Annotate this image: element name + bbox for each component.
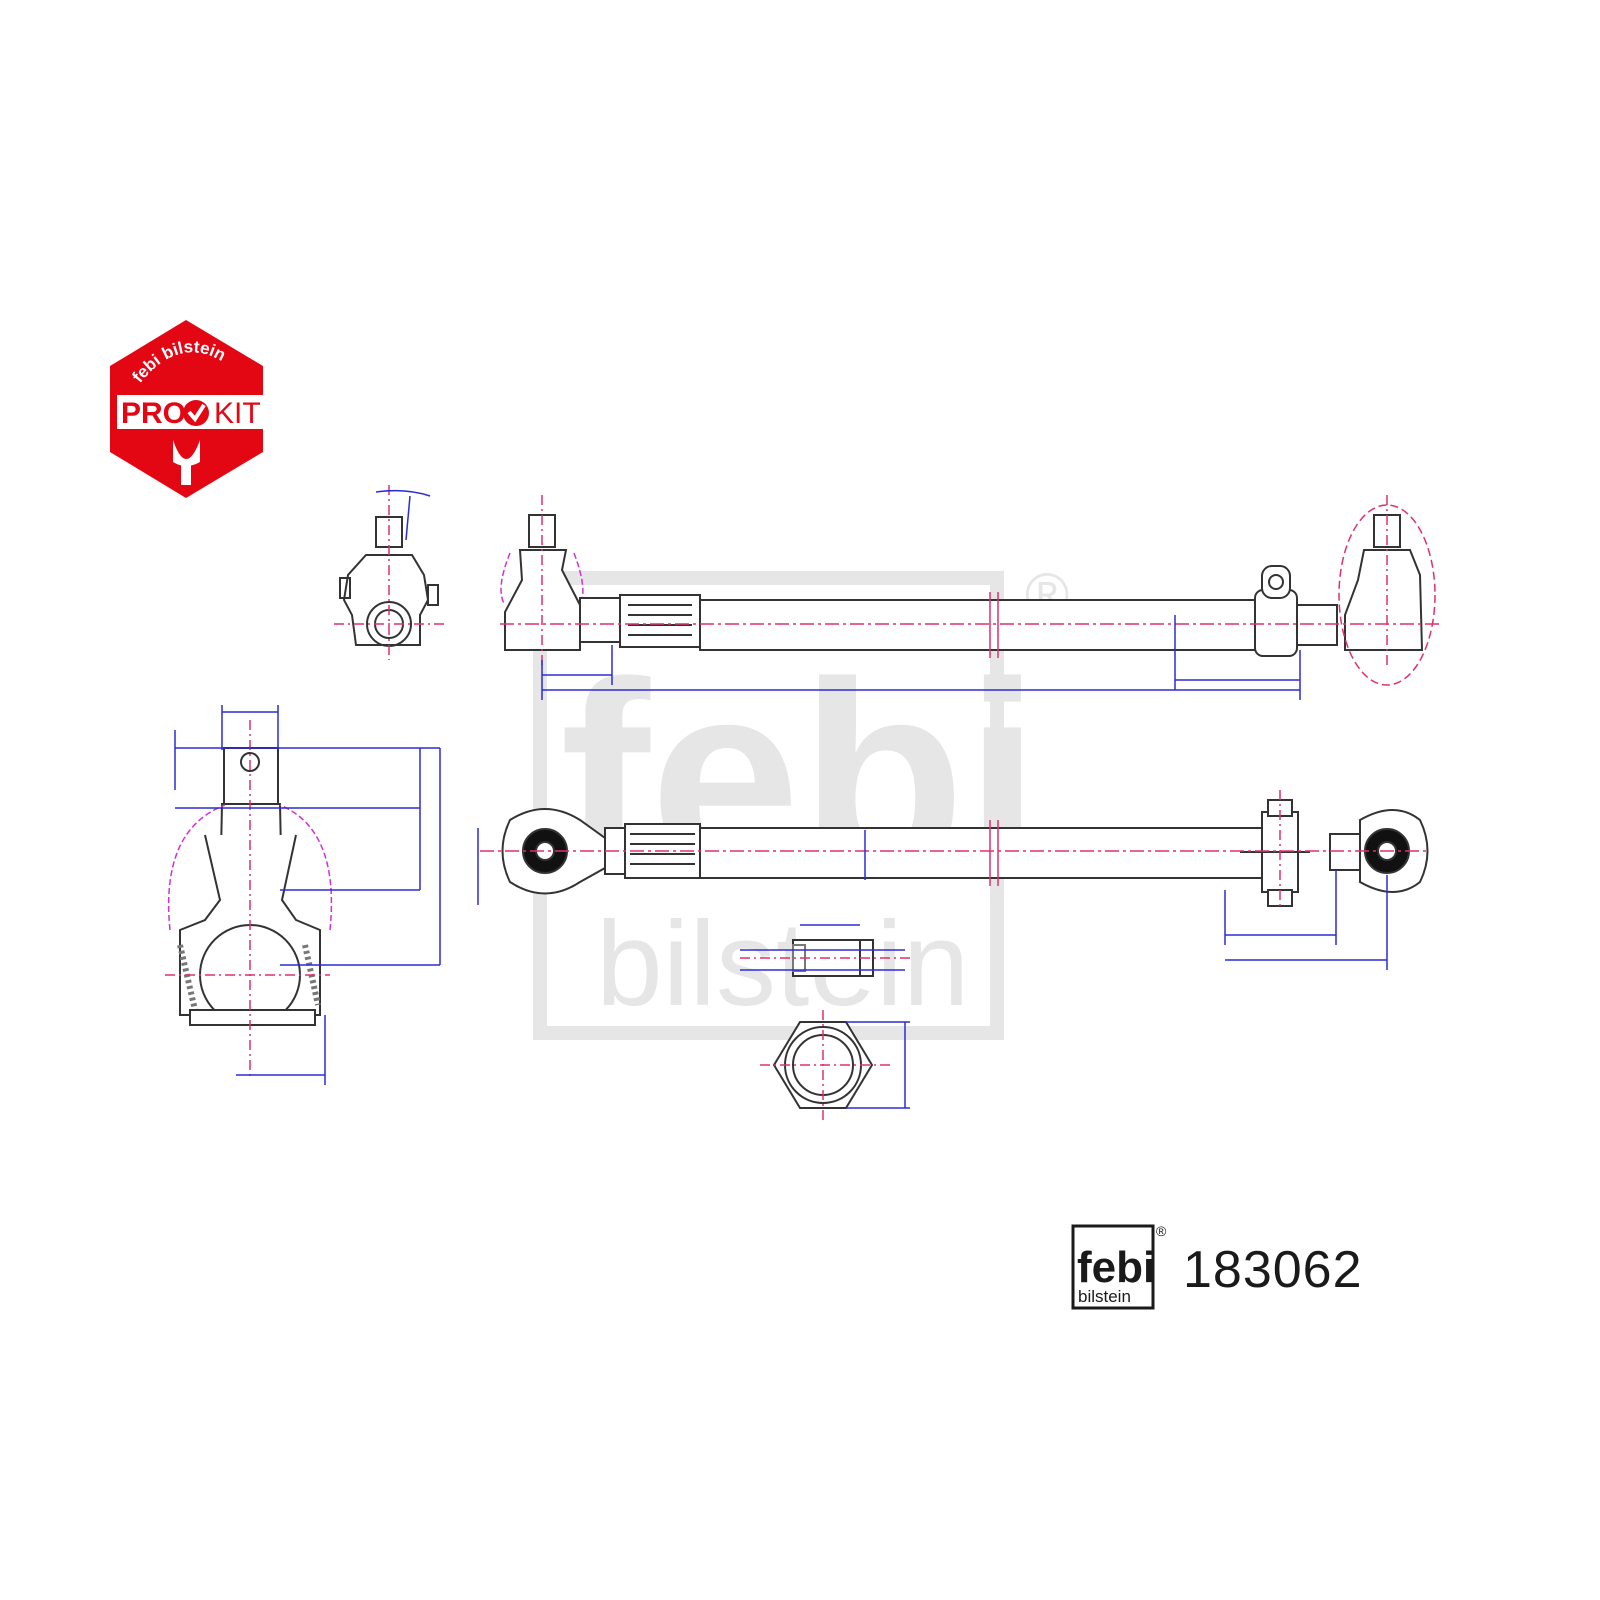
tie-rod-top-view [500, 495, 1440, 700]
watermark-bilstein-text: bilstein [596, 897, 970, 1031]
watermark-febi-text: febi [560, 627, 1040, 928]
wrench-check-icon [173, 400, 209, 485]
footer-logo: febi bilstein ® [1071, 1223, 1167, 1310]
side-view-joint [334, 485, 444, 660]
ball-joint-section [165, 705, 441, 1085]
prokit-badge: febi bilstein PRO KIT [110, 320, 265, 498]
footer-registered-mark: ® [1156, 1223, 1167, 1239]
part-number: 183062 [1183, 1241, 1363, 1299]
footer-logo-bilstein-text: bilstein [1078, 1287, 1131, 1306]
badge-pro-text: PRO [121, 397, 186, 430]
badge-kit-text: KIT [214, 397, 261, 430]
nut-detail [740, 924, 910, 1120]
footer-logo-febi-text: febi [1077, 1243, 1155, 1292]
tie-rod-front-view [477, 790, 1430, 970]
